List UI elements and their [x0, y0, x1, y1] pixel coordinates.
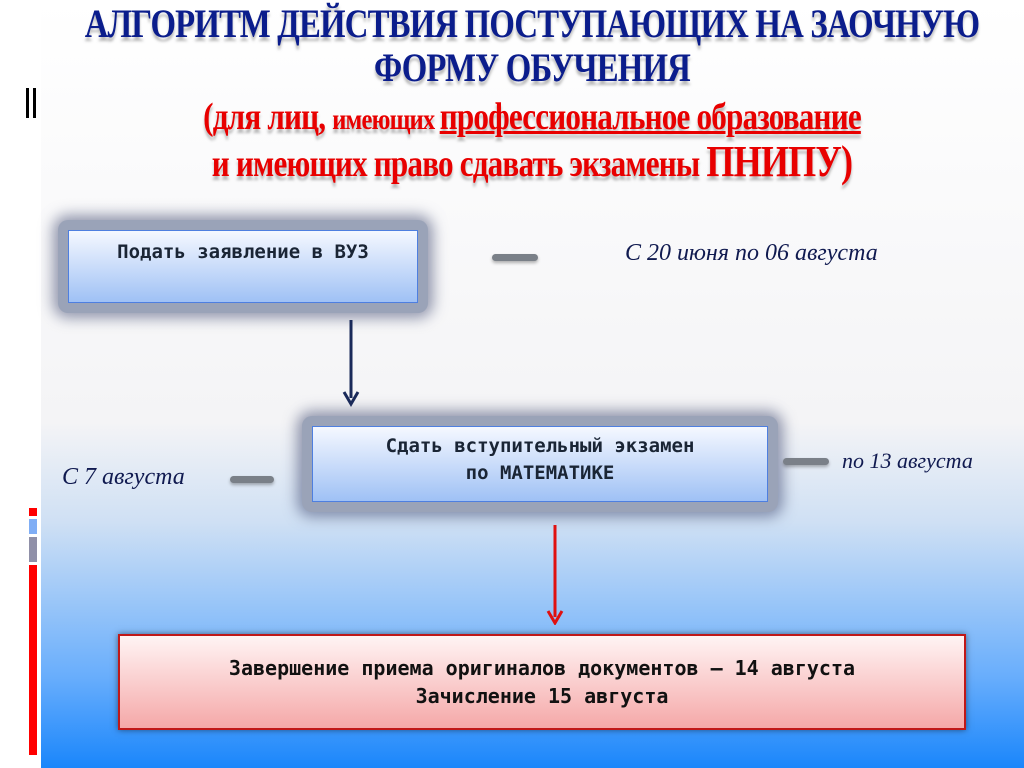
- apply-date: С 20 июня по 06 августа: [625, 240, 878, 266]
- exam-date-to: по 13 августа: [842, 448, 973, 473]
- final-box: Завершение приема оригиналов документов …: [118, 634, 966, 730]
- dash: [230, 476, 274, 483]
- decor-bar: [29, 565, 37, 755]
- dash: [783, 458, 829, 465]
- step-apply: Подать заявление в ВУЗ: [58, 220, 428, 313]
- decor-bar: [26, 88, 29, 118]
- dash: [492, 254, 538, 261]
- step-exam: Сдать вступительный экзамен по МАТЕМАТИК…: [302, 416, 778, 512]
- page-subtitle: (для лиц, имеющих профессиональное образ…: [203, 96, 861, 186]
- arrow-down-icon: [342, 320, 360, 407]
- decor-bar: [29, 519, 37, 534]
- decor-bar: [33, 88, 36, 118]
- decor-bar: [29, 537, 37, 562]
- arrow-down-icon: [546, 525, 564, 625]
- page-title: АЛГОРИТМ ДЕЙСТВИЯ ПОСТУПАЮЩИХ НА ЗАОЧНУЮ…: [84, 1, 980, 90]
- exam-date-from: С 7 августа: [62, 464, 185, 490]
- decor-bar: [29, 508, 37, 516]
